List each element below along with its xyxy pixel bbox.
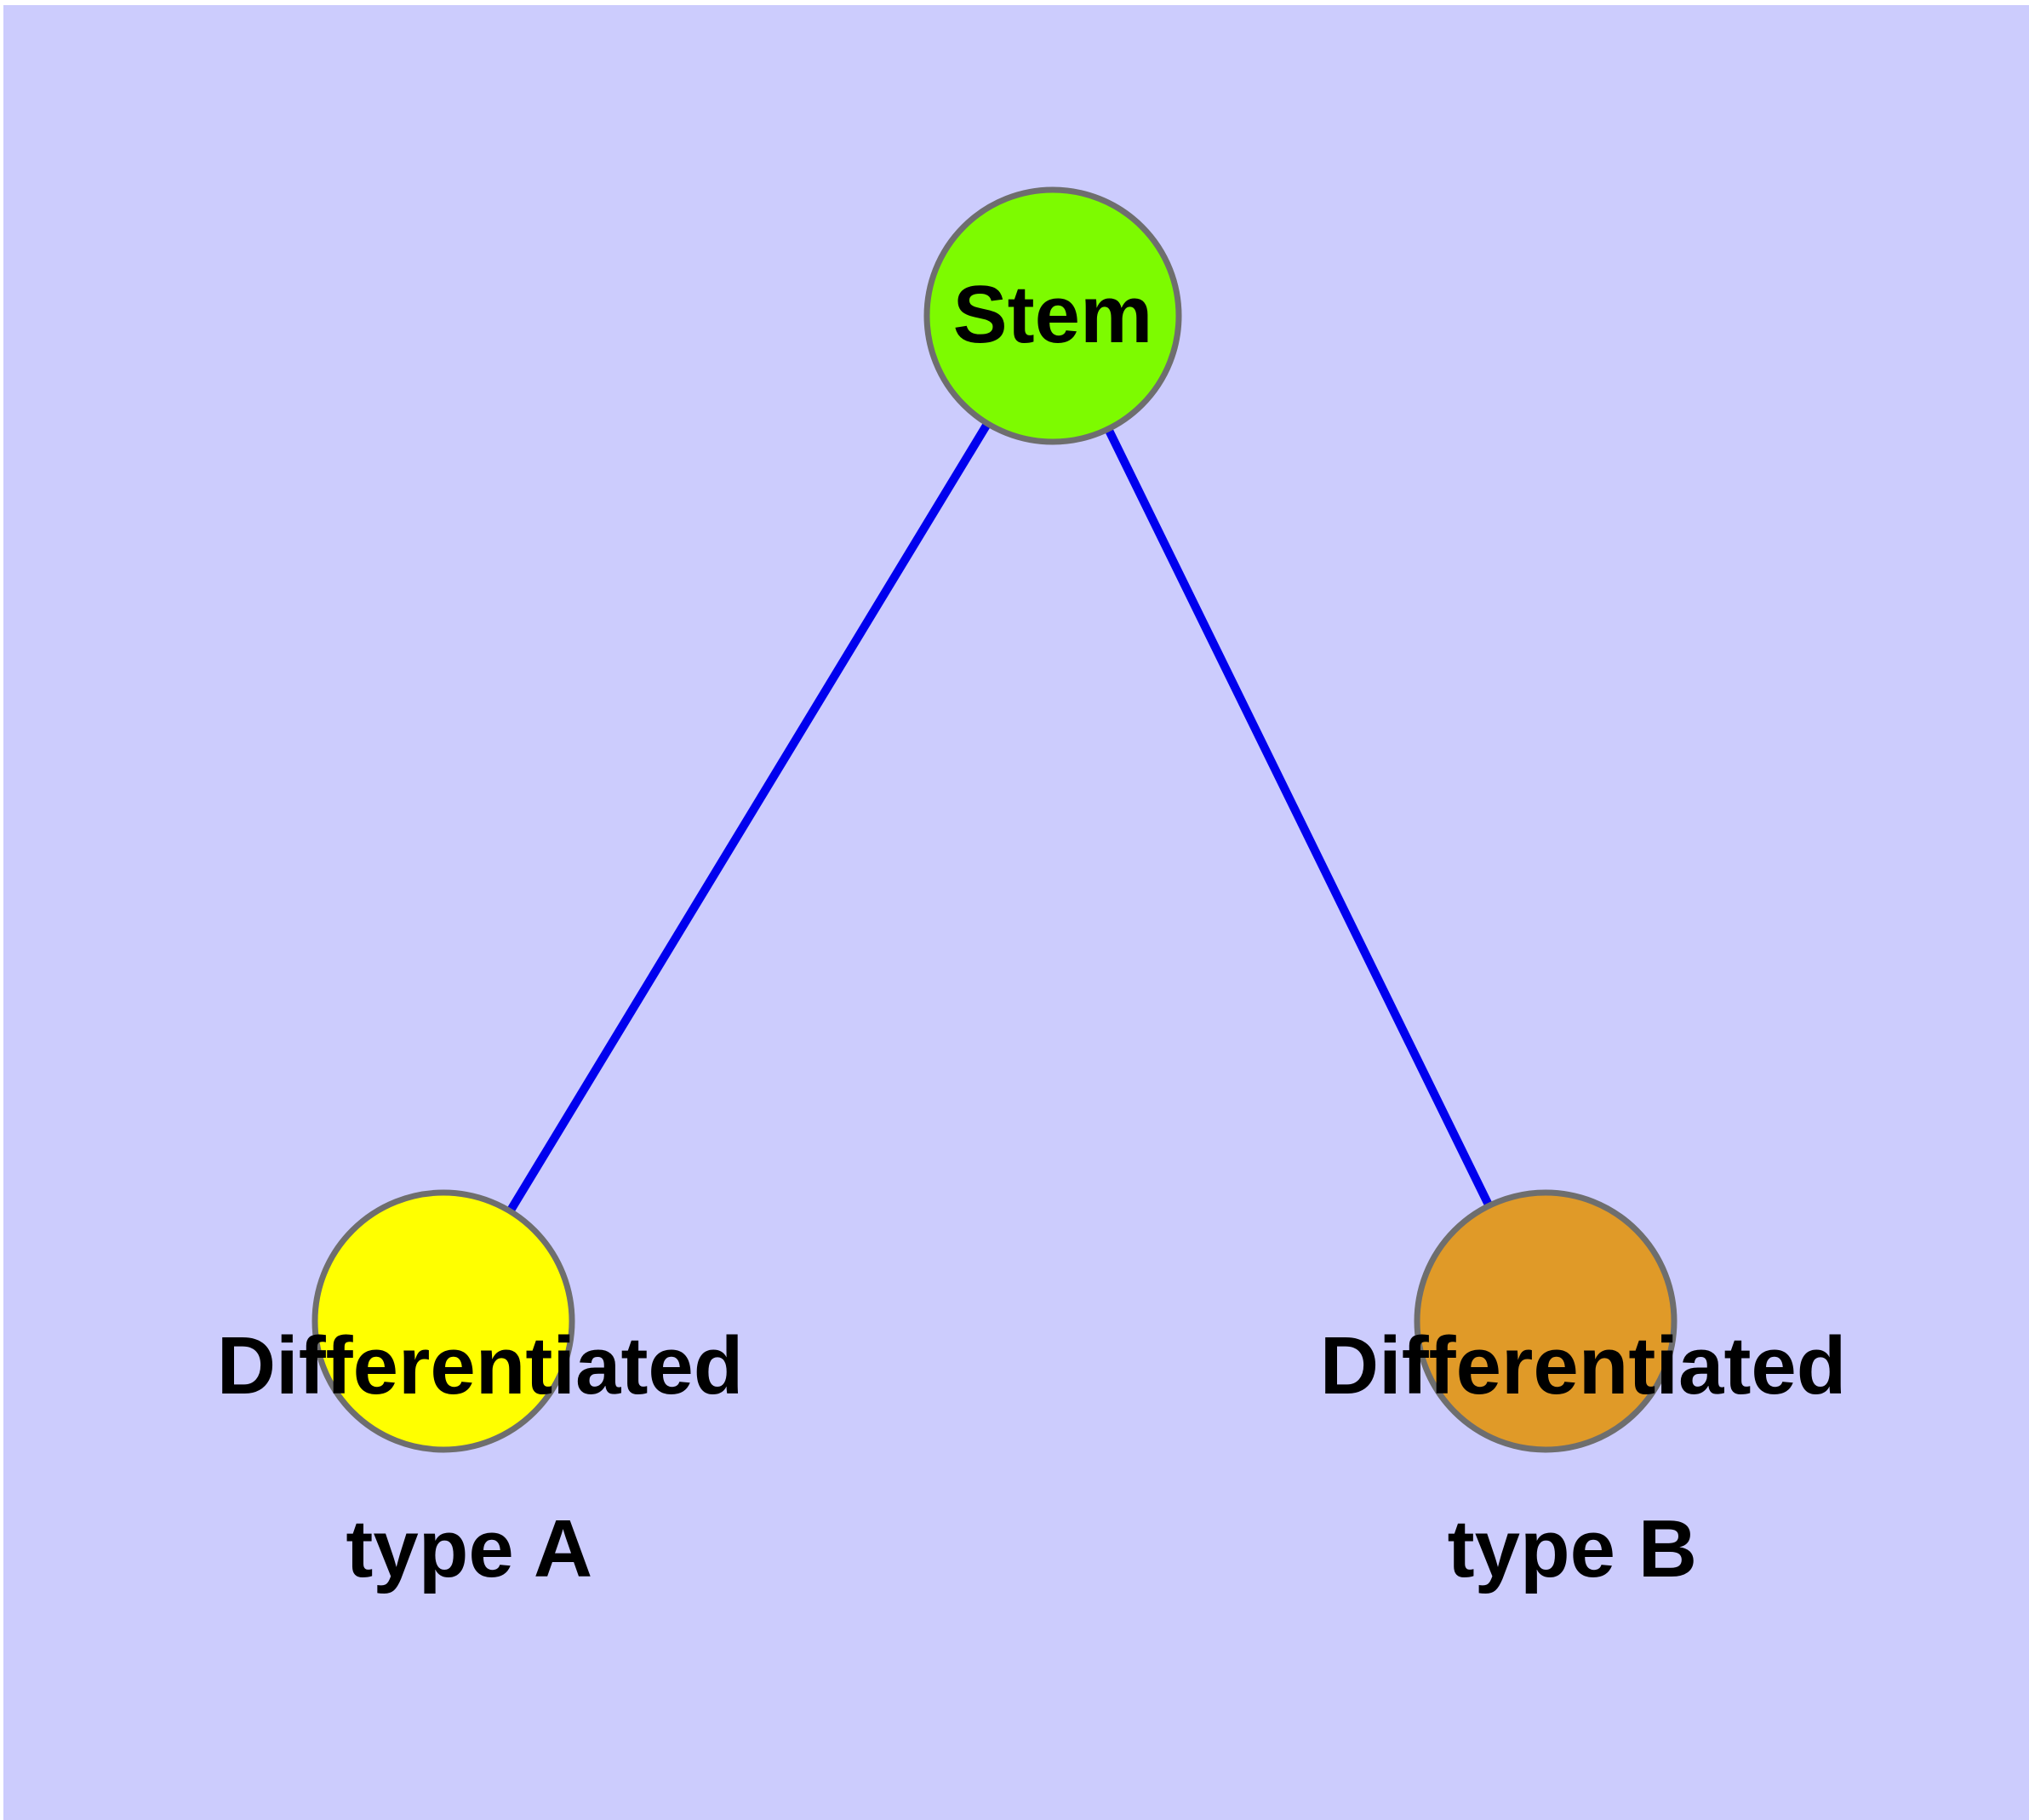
edge-layer bbox=[439, 313, 1550, 1324]
node-layer bbox=[311, 186, 1677, 1453]
node-stem[interactable] bbox=[923, 186, 1182, 445]
edge-stem-to-type-a[interactable] bbox=[439, 313, 1057, 1324]
node-differentiated-type-a[interactable] bbox=[311, 1189, 575, 1453]
edge-stem-to-type-b[interactable] bbox=[1049, 313, 1550, 1324]
node-differentiated-type-b[interactable] bbox=[1414, 1189, 1677, 1453]
